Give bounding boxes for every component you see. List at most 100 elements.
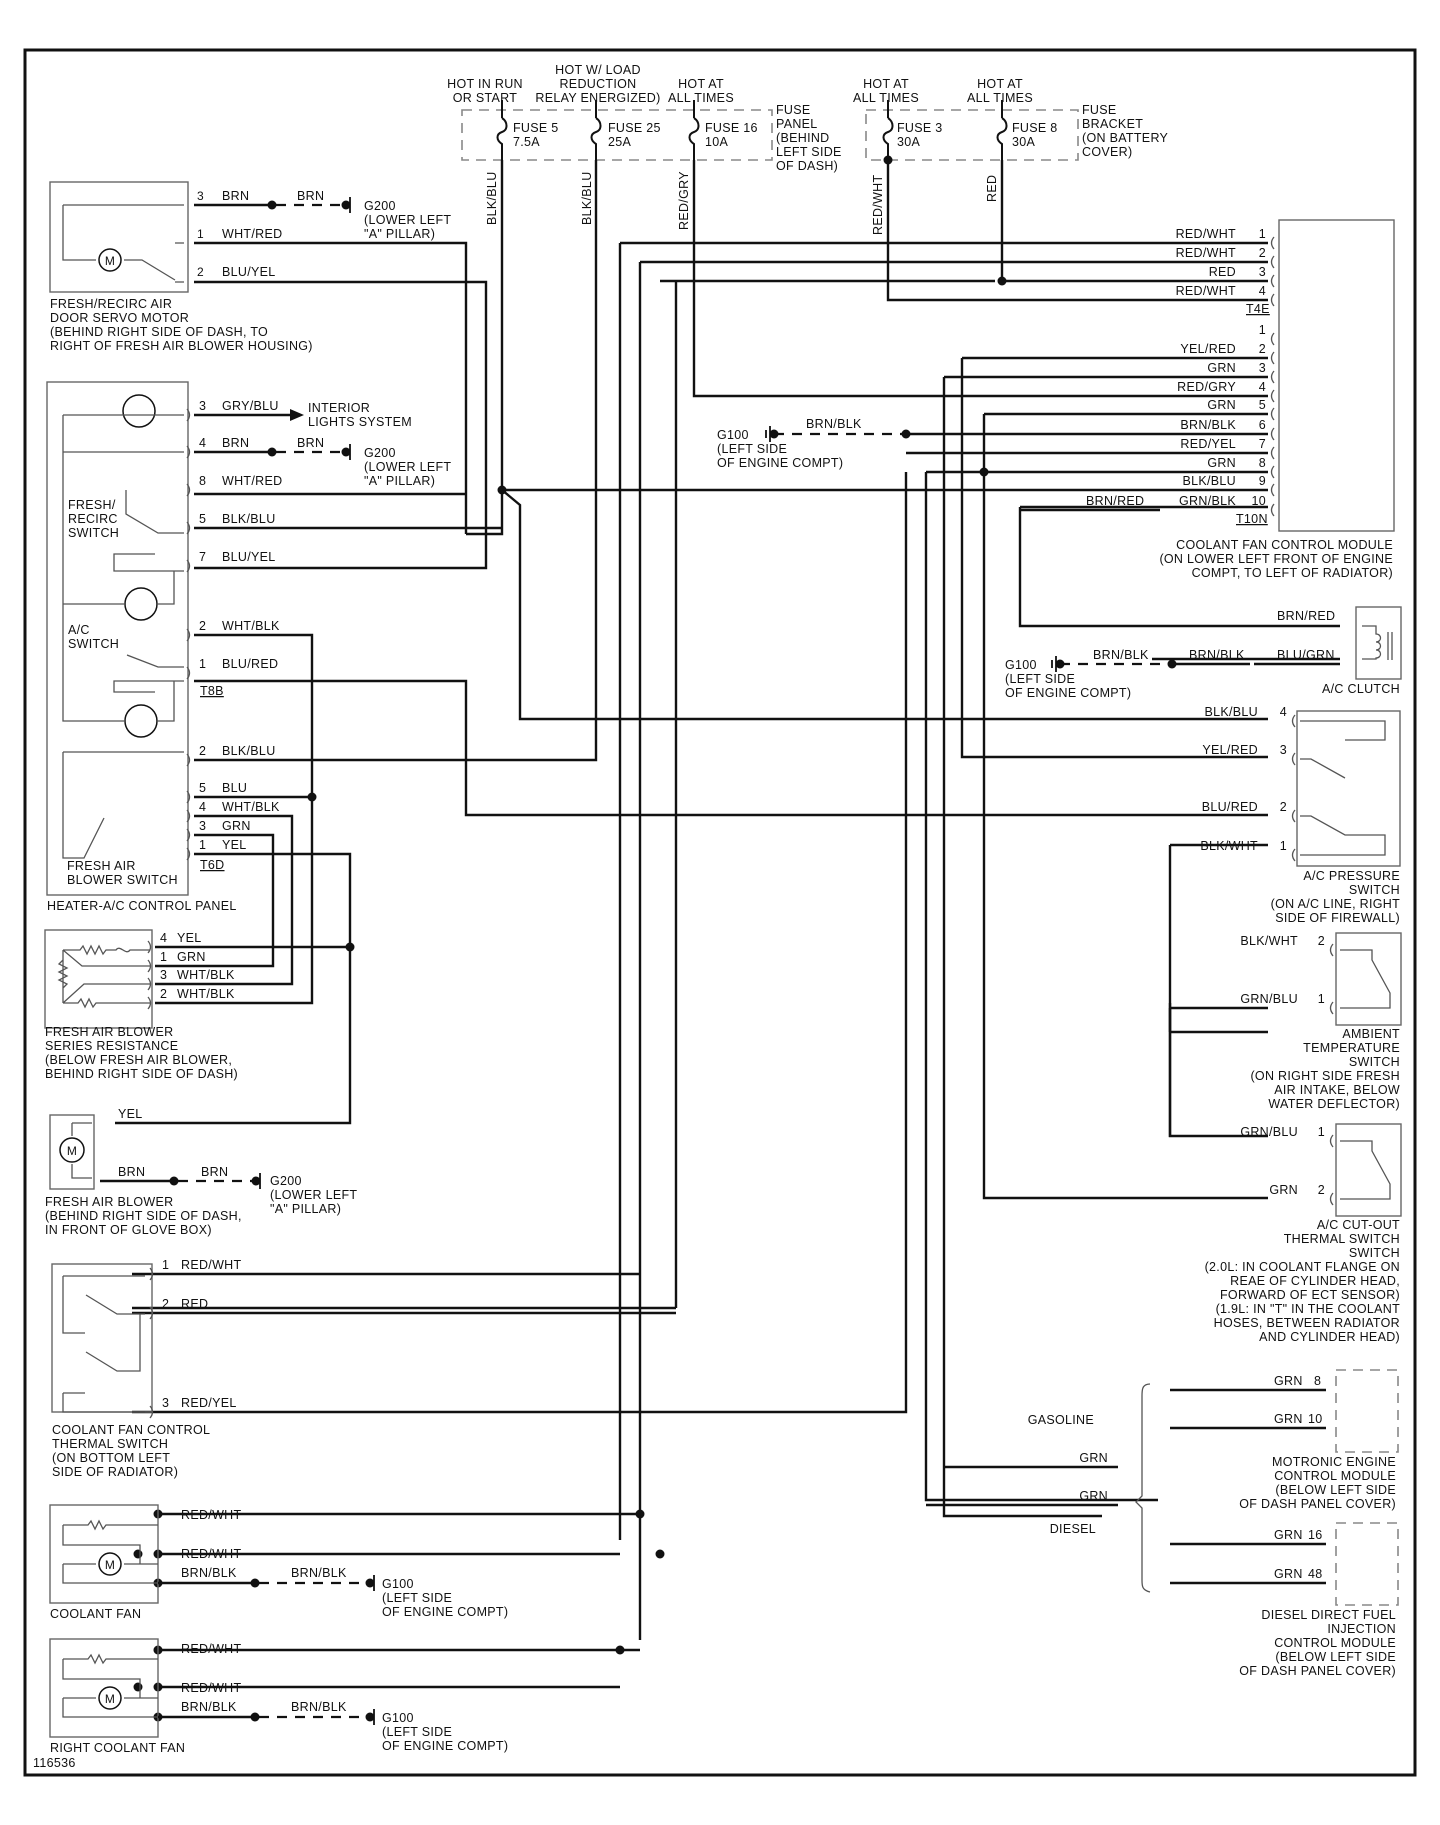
pin-number: 3 [199, 399, 206, 413]
pin-number: 2 [1318, 1183, 1325, 1197]
ground-icon [369, 1709, 375, 1725]
connector-icon [1329, 1134, 1334, 1148]
fuse-16: FUSE 16 10A [688, 100, 758, 160]
pin-number: 5 [1259, 398, 1266, 412]
wire-label: WHT/RED [222, 227, 282, 241]
junction-dot [497, 485, 507, 495]
junction-dots [133, 155, 1177, 1722]
connector-icon [1270, 407, 1275, 421]
motor-glyph: M [67, 1144, 77, 1158]
wire-label: RED/WHT [1176, 227, 1236, 241]
ac-clutch-label: A/C CLUTCH [1322, 682, 1400, 696]
wire-label: BLU/YEL [222, 265, 276, 279]
connector-icon [1270, 255, 1275, 269]
connector-t6d: T6D [200, 858, 225, 872]
wire-label: RED [985, 175, 999, 202]
right-coolant-fan: M RED/WHT RED/WHT BRN/BLK BRN/BLK G100(L… [33, 1638, 508, 1770]
fuse-name: FUSE 3 [897, 121, 943, 135]
gasoline-label: GASOLINE [1028, 1413, 1094, 1427]
t10n-connector: 12YEL/RED3GRN4RED/GRY5GRN6BRN/BLK7RED/YE… [1177, 323, 1275, 517]
connector-icon [1291, 809, 1296, 823]
coolant-fan-label: COOLANT FAN [50, 1607, 141, 1621]
connector-icon [186, 790, 191, 804]
servo-motor-box [49, 181, 189, 293]
fuse-8: FUSE 8 30A [996, 100, 1058, 160]
fuse-rating: 10A [705, 135, 729, 149]
ambient-switch-box [1335, 932, 1402, 1026]
pin-number: 2 [199, 619, 206, 633]
wire-label: WHT/BLK [222, 800, 280, 814]
wire-label: RED/WHT [181, 1642, 241, 1656]
pin-number: 10 [1308, 1412, 1323, 1426]
fuse-name: FUSE 8 [1012, 121, 1058, 135]
pin-number: 1 [1259, 227, 1266, 241]
pin-number: 48 [1308, 1567, 1323, 1581]
connector-icon [186, 847, 191, 861]
series-resistance-box [44, 929, 153, 1029]
wire-label: GRN [1274, 1412, 1303, 1426]
pin-number: 8 [199, 474, 206, 488]
ac-clutch: BRN/RED BLU/GRN BRN/BLK BRN/BLK G100(LEF… [1005, 606, 1402, 700]
wire-label: BLK/BLU [580, 171, 594, 225]
wire-label: WHT/RED [222, 474, 282, 488]
pin-number: 1 [1318, 992, 1325, 1006]
pin-number: 1 [199, 657, 206, 671]
wire-label: BLU [222, 781, 247, 795]
connector-t4e: T4E [1246, 302, 1270, 316]
pin-number: 1 [1280, 839, 1287, 853]
wire-label: BLU/GRN [1277, 648, 1335, 662]
connector-icon [1270, 503, 1275, 517]
ground-symbols [255, 197, 1057, 1725]
pin-number: 2 [160, 987, 167, 1001]
ground-icon [765, 426, 771, 442]
pin-number: 7 [1259, 437, 1266, 451]
wire-label: BRN/BLK [1189, 648, 1245, 662]
wire-label: RED [1209, 265, 1236, 279]
wire-label: GRN [1207, 456, 1236, 470]
wire-label: BLU/YEL [222, 550, 276, 564]
junction-dot [655, 1549, 665, 1559]
wire-label: BRN/BLK [181, 1566, 237, 1580]
diagram-frame [23, 48, 1417, 1777]
fuse-bracket-outline [865, 109, 1079, 161]
ground-icon [255, 1173, 261, 1189]
coolant-fan: M RED/WHT RED/WHT BRN/BLK BRN/BLK G100(L… [49, 1504, 508, 1621]
wire-label: RED/GRY [677, 171, 691, 230]
control-panel-label: HEATER-A/C CONTROL PANEL [47, 899, 237, 913]
wire-label: YEL [177, 931, 202, 945]
wire-label: GRN [1079, 1451, 1108, 1465]
wire-label: YEL/RED [1202, 743, 1258, 757]
connector-icon [186, 628, 191, 642]
bulb-icon [124, 704, 158, 738]
connector-icon [186, 666, 191, 680]
connector-icon [186, 445, 191, 459]
pin-number: 2 [1318, 934, 1325, 948]
junction-dot [345, 942, 355, 952]
pin-number: 8 [1259, 456, 1266, 470]
motor-icon [59, 1137, 85, 1163]
coolant-fan-box [49, 1504, 159, 1604]
connector-icon [186, 521, 191, 535]
pin-number: 5 [199, 512, 206, 526]
pin-number: 8 [1314, 1374, 1321, 1388]
pressure-switch-box [1296, 710, 1401, 867]
wire-label: BLK/BLU [1182, 474, 1236, 488]
pin-number: 2 [197, 265, 204, 279]
